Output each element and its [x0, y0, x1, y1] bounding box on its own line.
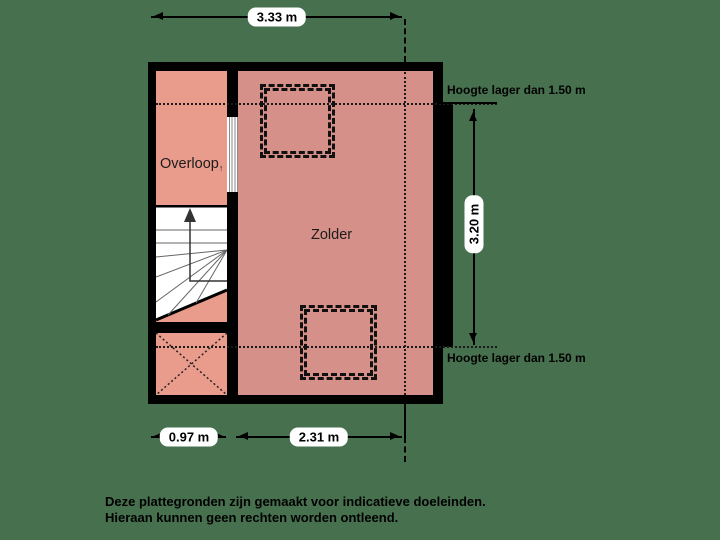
- stair-winder: [167, 249, 227, 316]
- stair-winder: [195, 249, 227, 304]
- stairs-top-edge: [156, 205, 227, 208]
- roof-hatch-inner-outline: [264, 88, 331, 154]
- height-note-top: Hoogte lager dan 1.50 m: [447, 83, 586, 97]
- height-limit-line-top: [156, 103, 497, 105]
- stairs-up-arrow-icon: [184, 208, 196, 222]
- bottom-right-dimension-label: 2.31 m: [289, 427, 349, 447]
- bottom-reference-line-solid: [404, 404, 406, 437]
- up-arrow-marker-icon: ↑: [218, 163, 224, 173]
- roof-hatch-outline-bottom: [300, 305, 377, 380]
- room-label-overloop-text: Overloop: [160, 156, 219, 172]
- disclaimer-text: Deze plattegronden zijn gemaakt voor ind…: [105, 494, 486, 526]
- room-label-zolder: Zolder: [311, 227, 353, 243]
- height-note-bottom: Hoogte lager dan 1.50 m: [447, 351, 586, 365]
- stair-winder: [156, 249, 227, 278]
- room-overloop: [156, 71, 227, 205]
- top-dimension-label: 3.33 m: [247, 7, 307, 27]
- stair-winder: [156, 249, 227, 258]
- stairs-symbol: [156, 205, 227, 322]
- right-wall-thick-section: [443, 104, 453, 347]
- top-reference-line: [404, 19, 406, 62]
- stairs-walkline: [189, 219, 227, 282]
- right-dimension-label: 3.20 m: [464, 194, 484, 254]
- disclaimer-line-2: Hieraan kunnen geen rechten worden ontle…: [105, 510, 399, 525]
- room-label-overloop: Overloop↑: [160, 156, 223, 173]
- roof-hatch-inner-outline: [304, 309, 373, 376]
- height-note-top-underline: [439, 102, 497, 104]
- bottom-reference-line-dashed: [404, 437, 406, 462]
- void-room: [156, 333, 227, 395]
- bottom-left-dimension-label: 0.97 m: [159, 427, 219, 447]
- stairs-cut-line: [156, 288, 227, 322]
- roof-hatch-outline-top: [260, 84, 335, 158]
- door-opening: [227, 117, 238, 192]
- stairs-floor: [156, 205, 227, 320]
- disclaimer-line-1: Deze plattegronden zijn gemaakt voor ind…: [105, 494, 486, 509]
- room-zolder: [238, 71, 433, 395]
- height-limit-line-bottom: [156, 346, 497, 348]
- stair-winder: [156, 249, 227, 303]
- vertical-reference-dotted-line: [404, 72, 406, 395]
- void-cross-icon: [156, 333, 227, 395]
